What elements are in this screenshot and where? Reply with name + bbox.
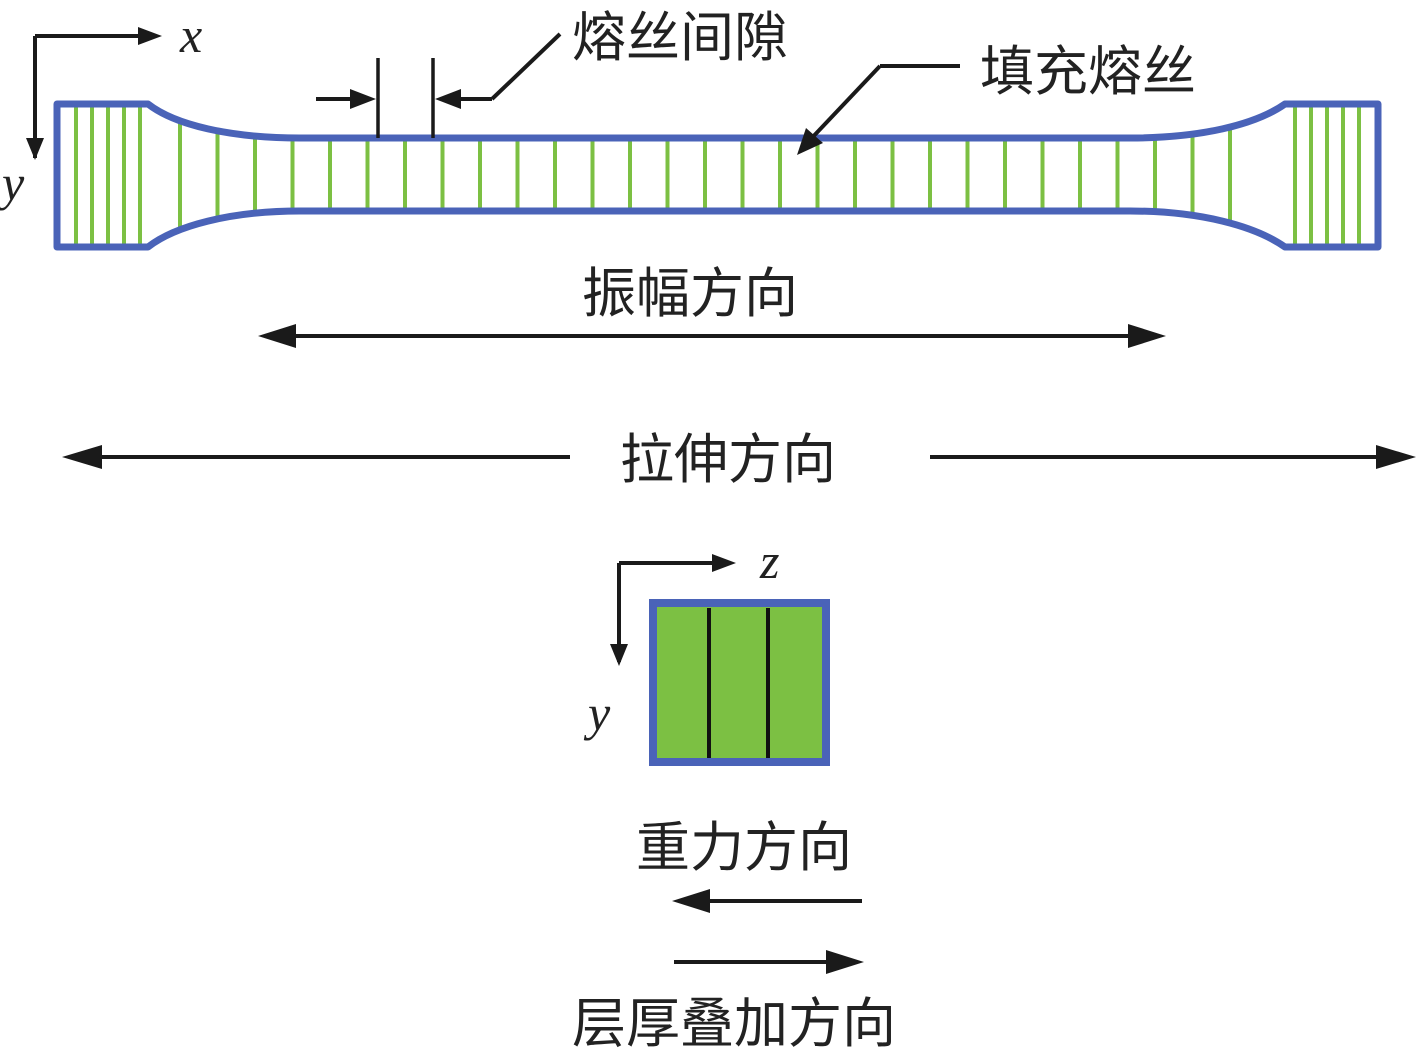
side-z-axis-label: z <box>759 533 779 589</box>
tension-label: 拉伸方向 <box>620 428 836 491</box>
side-view: z y 重力方向 层厚叠加方向 <box>572 533 896 1055</box>
filament-leader-arrowhead <box>797 128 823 155</box>
specimen-outline <box>53 100 1382 251</box>
y-axis-label: y <box>0 155 25 211</box>
dogbone-specimen <box>53 100 1382 251</box>
side-axes: z y <box>583 533 779 741</box>
cross-section-block <box>649 599 830 766</box>
gap-arrowhead-right <box>435 89 461 109</box>
gravity-arrow <box>672 889 862 913</box>
top-view: x y 熔丝间隙 填充熔丝 振幅方向 <box>0 6 1382 348</box>
cross-section <box>649 599 830 766</box>
filament-leader-diagonal <box>806 64 882 144</box>
layer-arrow <box>674 950 864 974</box>
top-axes: x y <box>0 7 202 211</box>
amplitude-arrowhead-right <box>1128 324 1166 348</box>
filament-leader: 填充熔丝 <box>797 40 1196 155</box>
side-y-axis-arrowhead <box>610 644 628 666</box>
x-axis-arrowhead <box>138 27 162 45</box>
gap-leader-line <box>490 32 562 101</box>
gap-dimension: 熔丝间隙 <box>316 6 788 138</box>
layer-label: 层厚叠加方向 <box>572 992 896 1052</box>
tension-direction: 拉伸方向 <box>62 428 1416 491</box>
gap-label: 熔丝间隙 <box>572 6 788 69</box>
gravity-arrowhead <box>672 889 710 913</box>
tension-arrowhead-left <box>62 445 102 469</box>
amplitude-label: 振幅方向 <box>582 262 798 325</box>
side-z-axis-arrowhead <box>712 554 736 572</box>
filament-label: 填充熔丝 <box>980 40 1196 103</box>
gravity-label: 重力方向 <box>636 816 852 879</box>
amplitude-arrowhead-left <box>258 324 296 348</box>
x-axis-label: x <box>179 7 202 63</box>
side-y-axis-label: y <box>583 685 611 741</box>
gap-arrowhead-left <box>350 89 376 109</box>
amplitude-direction: 振幅方向 <box>258 262 1166 348</box>
layer-arrowhead <box>826 950 864 974</box>
tension-arrowhead-right <box>1376 445 1416 469</box>
y-axis-arrowhead <box>26 138 44 160</box>
